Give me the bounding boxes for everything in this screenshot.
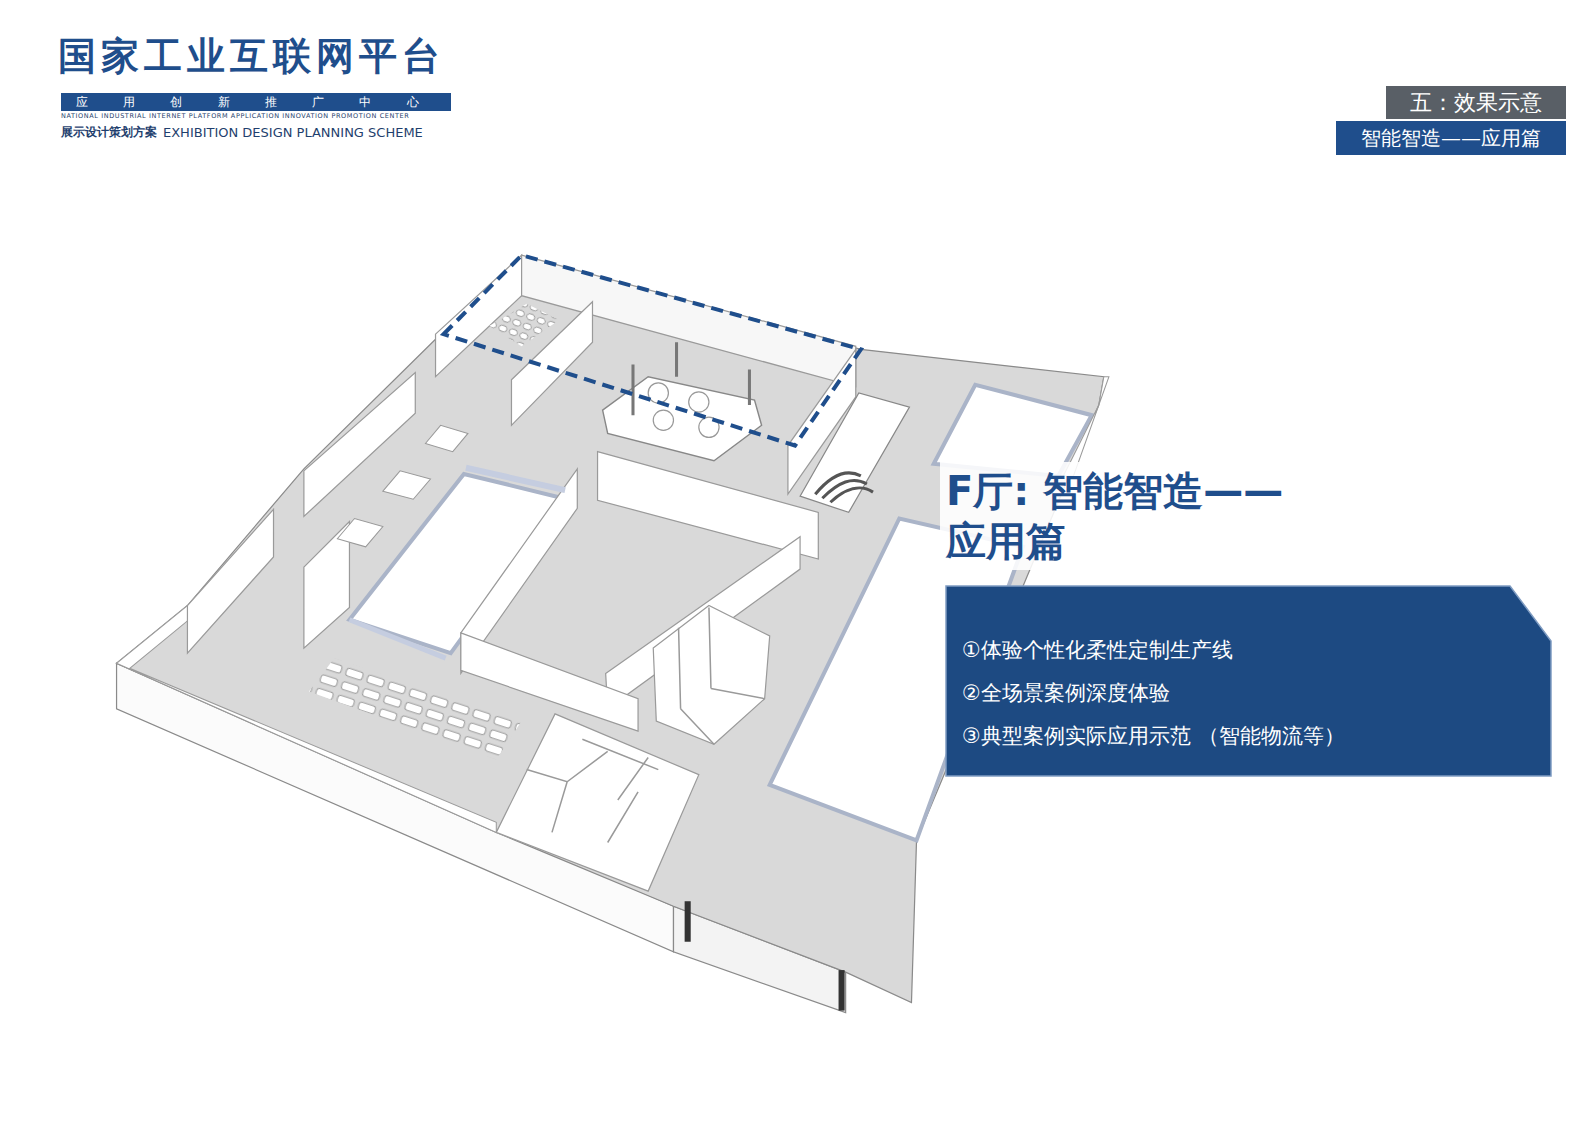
- rooms-part: [527, 739, 659, 842]
- furniture-part: [337, 518, 383, 546]
- tag-text: 五：效果示意: [1410, 92, 1542, 114]
- furniture-part: [425, 425, 468, 451]
- section-tag: 五：效果示意: [1386, 86, 1566, 119]
- walls-part: [598, 452, 819, 559]
- highlight-frame: [444, 255, 861, 445]
- plan-name-en: EXHIBITION DESIGN PLANNING SCHEME: [163, 126, 423, 140]
- logo-title: 国家工业互联网平台: [58, 36, 445, 78]
- panel-item: ①体验个性化柔性定制生产线: [962, 637, 1233, 663]
- rooms-part: [653, 606, 769, 745]
- walls-part: [349, 620, 445, 658]
- rooms-part: [496, 714, 699, 891]
- panel-item: ③典型案例实际应用示范 （智能物流等）: [962, 723, 1345, 749]
- header-band: 应用创新推广中心: [61, 93, 451, 111]
- band-text: 应用创新推广中心: [58, 96, 454, 108]
- furniture-part: [489, 304, 559, 347]
- furniture-part: [648, 383, 668, 403]
- walls-part: [466, 468, 565, 490]
- hall-heading: F厅: 智能智造——应用篇: [940, 462, 1390, 570]
- furniture-part: [309, 658, 522, 759]
- furniture-part: [633, 342, 749, 415]
- furniture-part: [653, 410, 673, 430]
- furniture-part: [689, 392, 709, 412]
- furniture-part: [603, 377, 762, 461]
- panel-item: ②全场景案例深度体验: [962, 680, 1170, 706]
- furniture-part: [383, 471, 431, 499]
- furniture-part: [839, 970, 845, 1011]
- tag-text: 智能智造——应用篇: [1361, 128, 1541, 148]
- subsection-tag: 智能智造——应用篇: [1336, 121, 1566, 155]
- rooms: [496, 606, 769, 892]
- furniture-part: [685, 901, 691, 942]
- rooms-part: [679, 608, 765, 745]
- panel-outline: [946, 586, 1551, 776]
- furniture: [309, 304, 909, 1011]
- walls-part: [187, 509, 273, 653]
- logo-english: NATIONAL INDUSTRIAL INTERNET PLATFORM AP…: [61, 113, 409, 120]
- hall-panel: ①体验个性化柔性定制生产线 ②全场景案例深度体验 ③典型案例实际应用示范 （智能物流…: [940, 462, 1553, 777]
- furniture-part: [815, 473, 873, 502]
- plan-name-cn: 展示设计策划方案: [61, 126, 157, 139]
